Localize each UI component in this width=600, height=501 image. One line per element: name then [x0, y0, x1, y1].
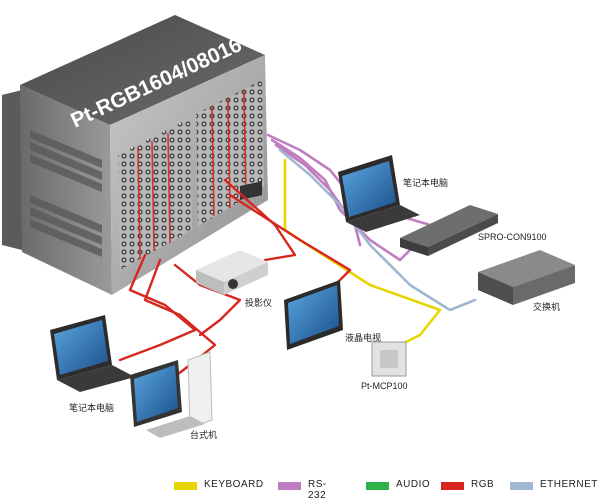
legend-swatch-audio: [366, 482, 389, 490]
legend-label-keyboard: KEYBOARD: [204, 479, 264, 490]
legend: KEYBOARD RS-232 AUDIO RGB ETHERNET: [0, 476, 600, 501]
legend-label-audio: AUDIO: [396, 479, 431, 490]
label-controller: SPRO-CON9100: [478, 232, 547, 242]
cable-rgb-left-1: [118, 253, 197, 362]
chassis-top: [20, 15, 265, 125]
label-laptop-right: 笔记本电脑: [403, 178, 449, 188]
cable-rgb-left-2: [143, 258, 217, 382]
label-switch: 交换机: [533, 302, 561, 312]
legend-label-rgb: RGB: [471, 479, 495, 490]
laptop-left-device: [50, 315, 135, 392]
label-desktop: 台式机: [190, 430, 218, 440]
legend-label-ethernet: ETHERNET: [540, 479, 598, 490]
cable-ethernet: [278, 148, 477, 312]
controller-device: [400, 205, 498, 256]
cable-rgb-left-3: [173, 263, 242, 337]
cable-rs232-3: [274, 143, 362, 247]
cable-rs232-2: [270, 138, 422, 262]
projector-device: [196, 250, 268, 295]
switch-device: [478, 250, 575, 305]
label-laptop-left: 笔记本电脑: [69, 403, 115, 413]
legend-swatch-rgb: [441, 482, 464, 490]
control-panel-device: [371, 341, 407, 377]
power-module: [240, 181, 262, 200]
legend-swatch-keyboard: [174, 482, 197, 490]
matrix-chassis: Pt-RGB1604/08016: [2, 15, 268, 295]
legend-swatch-ethernet: [510, 482, 533, 490]
laptop-right-device: [338, 155, 420, 232]
label-projector: 投影仪: [245, 298, 273, 308]
cable-rgb-projector: [223, 178, 297, 262]
rack-ear-left: [2, 90, 22, 250]
legend-swatch-rs232: [278, 482, 301, 490]
label-lcd-tv: 液晶电视: [345, 333, 382, 343]
lcd-tv-device: [284, 280, 343, 350]
desktop-device: [130, 351, 213, 438]
label-control-panel: Pt-MCP100: [361, 381, 408, 391]
legend-label-rs232: RS-232: [308, 479, 327, 501]
